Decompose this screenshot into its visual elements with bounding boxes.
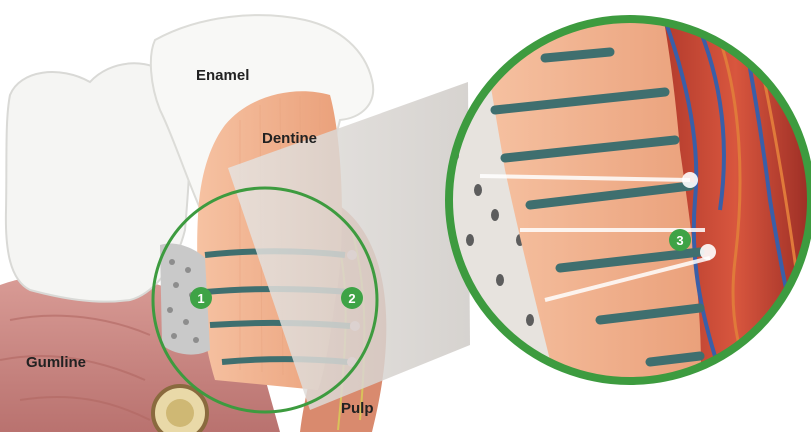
magnified-view-circle [440, 0, 811, 400]
marker-3: 3 [669, 229, 691, 251]
marker-1: 1 [190, 287, 212, 309]
marker-2: 2 [341, 287, 363, 309]
label-dentine: Dentine [262, 130, 317, 147]
label-pulp: Pulp [341, 400, 374, 417]
root-canal [166, 399, 194, 427]
label-enamel: Enamel [196, 67, 249, 84]
marker-1-number: 1 [197, 291, 204, 306]
marker-2-number: 2 [348, 291, 355, 306]
marker-3-number: 3 [676, 233, 683, 248]
label-gumline: Gumline [26, 354, 86, 371]
